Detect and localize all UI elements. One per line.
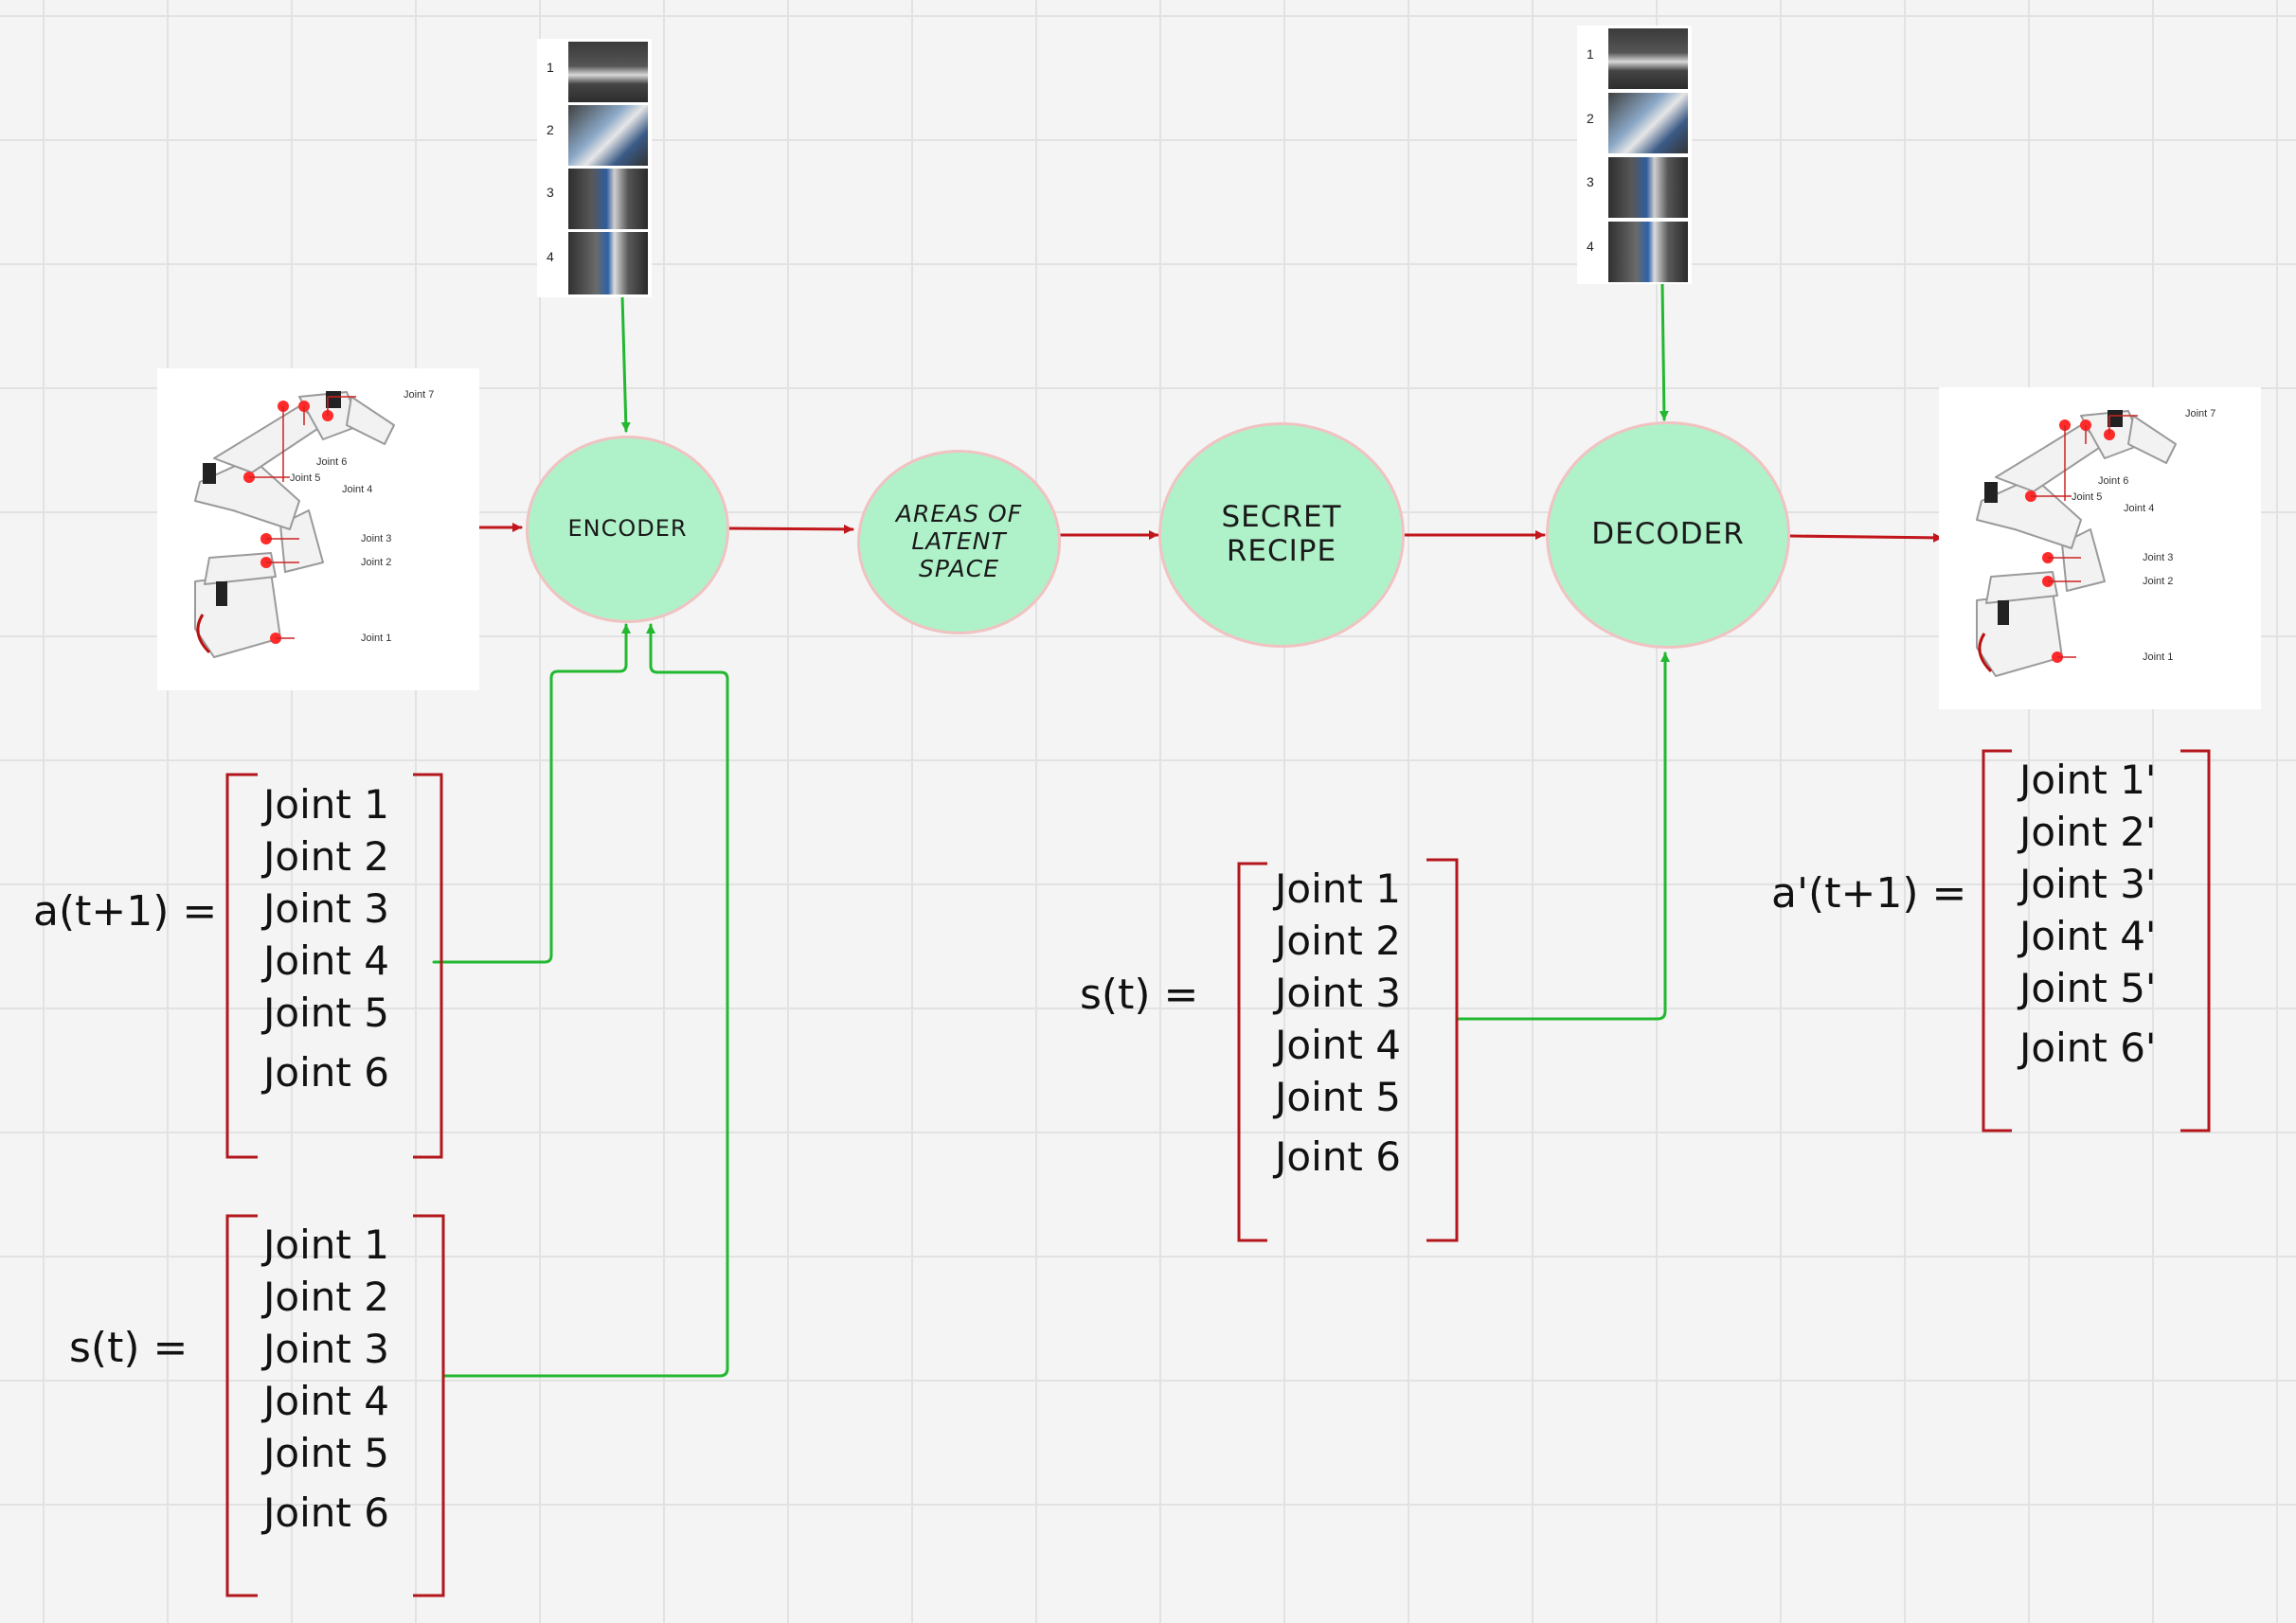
camera-frames-decoder: 1 2 3 4	[1577, 26, 1692, 284]
output-action-vector: Joint 1' Joint 2' Joint 3' Joint 4' Join…	[2019, 755, 2180, 1115]
frame-number: 3	[547, 185, 554, 200]
output-action-vector-label: a'(t+1) =	[1771, 869, 1967, 918]
robot-label-joint-2: Joint 2	[2143, 576, 2174, 587]
decoder-state-vector: Joint 1 Joint 2 Joint 3 Joint 4 Joint 5 …	[1275, 864, 1426, 1223]
arrow-state-to-encoder	[443, 623, 729, 1378]
arrow-encoder-to-latent	[727, 524, 854, 534]
bracket-left-action-left	[225, 773, 258, 1159]
frame-number: 1	[547, 60, 554, 75]
robot-label-joint-7: Joint 7	[404, 389, 435, 401]
action-vector-row: Joint 6	[263, 1049, 389, 1096]
decoder-node: DECODER	[1546, 421, 1790, 649]
robot-label-joint-4: Joint 4	[2124, 503, 2155, 514]
state-vector-row: Joint 6	[263, 1489, 389, 1536]
output-action-vector-row: Joint 2'	[2019, 809, 2157, 855]
action-vector-row: Joint 4	[263, 937, 389, 984]
arrow-images-to-encoder	[620, 294, 631, 433]
decoder-state-vector-row: Joint 3	[1275, 970, 1401, 1016]
frame-number: 3	[1587, 174, 1594, 189]
frame-number: 2	[1587, 111, 1594, 126]
frame-number: 1	[1587, 46, 1594, 62]
action-vector: Joint 1 Joint 2 Joint 3 Joint 4 Joint 5 …	[263, 779, 415, 1139]
state-vector: Joint 1 Joint 2 Joint 3 Joint 4 Joint 5 …	[263, 1220, 415, 1579]
camera-frame	[568, 169, 648, 229]
frame-number: 4	[1587, 239, 1594, 254]
arrow-action-to-encoder	[432, 623, 631, 964]
output-action-vector-row: Joint 1'	[2019, 757, 2157, 803]
action-vector-row: Joint 3	[263, 885, 389, 932]
bracket-left-state-mid	[1237, 862, 1267, 1242]
encoder-node: ENCODER	[526, 436, 729, 623]
robot-arm-output-image: Joint 7 Joint 6 Joint 5 Joint 4 Joint 3 …	[1939, 387, 2261, 709]
bracket-left-state-left	[225, 1214, 258, 1597]
robot-label-joint-3: Joint 3	[361, 533, 392, 544]
bracket-right-action-left	[413, 773, 443, 1159]
output-action-vector-row: Joint 6'	[2019, 1025, 2157, 1071]
bracket-left-action-out	[1982, 749, 2012, 1133]
robot-label-joint-4: Joint 4	[342, 484, 373, 495]
robot-label-joint-2: Joint 2	[361, 557, 392, 568]
camera-frame	[568, 42, 648, 102]
camera-frame	[1608, 157, 1688, 218]
camera-frame	[568, 232, 648, 294]
output-action-vector-row: Joint 5'	[2019, 965, 2157, 1011]
robot-label-joint-6: Joint 6	[316, 456, 348, 468]
secret-recipe-node: SECRET RECIPE	[1158, 422, 1405, 648]
bracket-right-action-out	[2180, 749, 2211, 1133]
arrow-decoder-to-output	[1788, 532, 1944, 543]
robot-label-joint-3: Joint 3	[2143, 552, 2174, 563]
robot-label-joint-7: Joint 7	[2185, 408, 2216, 419]
camera-frame	[1608, 28, 1688, 89]
action-vector-row: Joint 2	[263, 833, 389, 880]
robot-label-joint-5: Joint 5	[290, 473, 321, 484]
decoder-state-vector-row: Joint 1	[1275, 865, 1401, 912]
action-vector-row: Joint 1	[263, 781, 389, 828]
robot-arm-drawing	[1976, 410, 2177, 677]
robot-label-joint-1: Joint 1	[2143, 651, 2174, 663]
decoder-state-vector-row: Joint 2	[1275, 918, 1401, 964]
decoder-label: DECODER	[1591, 517, 1745, 552]
decoder-state-vector-row: Joint 6	[1275, 1133, 1401, 1180]
decoder-state-vector-row: Joint 4	[1275, 1022, 1401, 1068]
arrow-images-to-decoder	[1659, 282, 1669, 421]
output-action-vector-row: Joint 3'	[2019, 861, 2157, 907]
camera-frame	[1608, 93, 1688, 153]
camera-frames-encoder: 1 2 3 4	[537, 39, 652, 297]
state-vector-row: Joint 5	[263, 1430, 389, 1476]
recipe-label-line-1: SECRET	[1221, 500, 1342, 535]
frame-number: 2	[547, 122, 554, 137]
bracket-right-state-mid	[1426, 858, 1459, 1242]
state-vector-row: Joint 4	[263, 1378, 389, 1424]
robot-label-joint-6: Joint 6	[2098, 475, 2129, 487]
robot-arm-input-image: Joint 7 Joint 6 Joint 5 Joint 4 Joint 3 …	[157, 368, 479, 690]
decoder-state-vector-row: Joint 5	[1275, 1074, 1401, 1120]
robot-label-joint-1: Joint 1	[361, 633, 392, 644]
recipe-label-line-2: RECIPE	[1226, 534, 1337, 568]
camera-frame	[1608, 222, 1688, 282]
state-vector-row: Joint 3	[263, 1326, 389, 1372]
encoder-label: ENCODER	[567, 515, 688, 543]
robot-arm-drawing	[194, 391, 395, 658]
latent-label-line-2: LATENT	[911, 527, 1007, 556]
state-vector-row: Joint 1	[263, 1222, 389, 1268]
frame-number: 4	[547, 249, 554, 264]
action-vector-row: Joint 5	[263, 990, 389, 1036]
latent-space-node: AREAS OF LATENT SPACE	[857, 450, 1061, 634]
latent-label-line-3: SPACE	[918, 554, 1000, 582]
action-vector-label: a(t+1) =	[33, 887, 218, 936]
camera-frame	[568, 105, 648, 166]
latent-label-line-1: AREAS OF	[895, 500, 1023, 528]
state-vector-row: Joint 2	[263, 1274, 389, 1320]
bracket-right-state-left	[413, 1214, 445, 1597]
robot-label-joint-5: Joint 5	[2072, 491, 2103, 503]
arrow-state-to-decoder	[1457, 651, 1670, 1021]
output-action-vector-row: Joint 4'	[2019, 913, 2157, 959]
decoder-state-vector-label: s(t) =	[1080, 971, 1199, 1019]
state-vector-label: s(t) =	[69, 1324, 188, 1372]
